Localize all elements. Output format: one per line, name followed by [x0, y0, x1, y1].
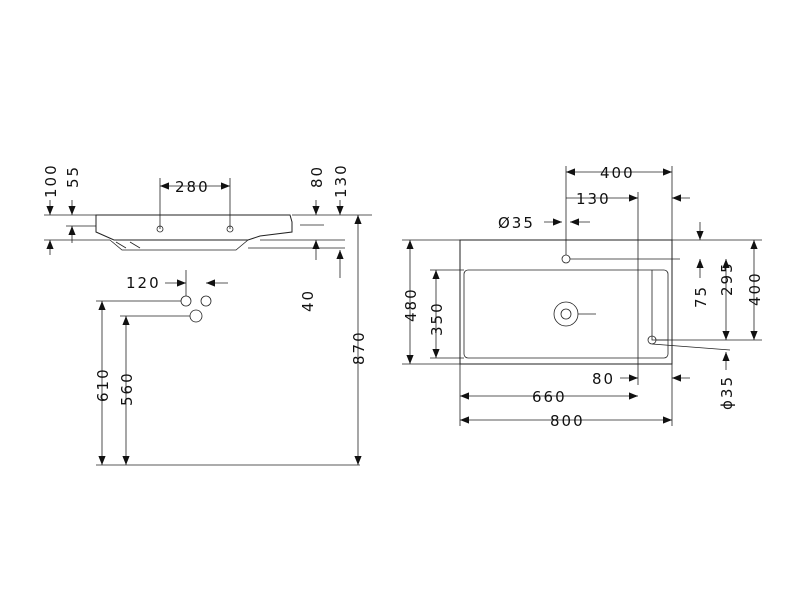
dim-80-bottom-label: 80	[592, 370, 615, 388]
dim-610-label: 610	[94, 367, 112, 402]
dim-130-top-label: 130	[576, 190, 611, 208]
dim-80-label: 80	[308, 165, 326, 188]
basin-profile	[95, 214, 293, 241]
dim-280-label: 280	[175, 178, 210, 196]
waste-circle-3	[189, 309, 203, 323]
drain-inner	[560, 308, 572, 320]
dim-130-label: 130	[332, 163, 350, 198]
dim-40-label: 40	[299, 289, 317, 312]
basin-bowl	[463, 269, 669, 359]
dim-100-label: 100	[42, 163, 60, 198]
dim-120-label: 120	[126, 274, 161, 292]
waste-circle-1	[180, 295, 192, 307]
dim-350-label: 350	[428, 301, 446, 336]
dim-dia35-bottom-label: ϕ35	[718, 375, 736, 410]
dim-560-label: 560	[118, 371, 136, 406]
dim-75-label: 75	[692, 285, 710, 308]
tap-hole	[561, 254, 571, 264]
dim-870-label: 870	[350, 330, 368, 365]
dim-400-top-label: 400	[600, 164, 635, 182]
dim-dia35-top-label: Ø35	[498, 214, 535, 232]
dim-295-label: 295	[718, 261, 736, 296]
dim-55-label: 55	[64, 165, 82, 188]
top-view: 400 130 Ø35 480 350 75 295 400 ϕ35	[402, 164, 764, 430]
dim-400-right-label: 400	[746, 271, 764, 306]
dim-800-label: 800	[550, 412, 585, 430]
side-view: 280 100 55 80 130 40 870	[42, 163, 372, 466]
dim-480-label: 480	[402, 287, 420, 322]
drain-outer	[553, 301, 579, 327]
waste-circle-2	[200, 295, 212, 307]
dim-660-label: 660	[532, 388, 567, 406]
